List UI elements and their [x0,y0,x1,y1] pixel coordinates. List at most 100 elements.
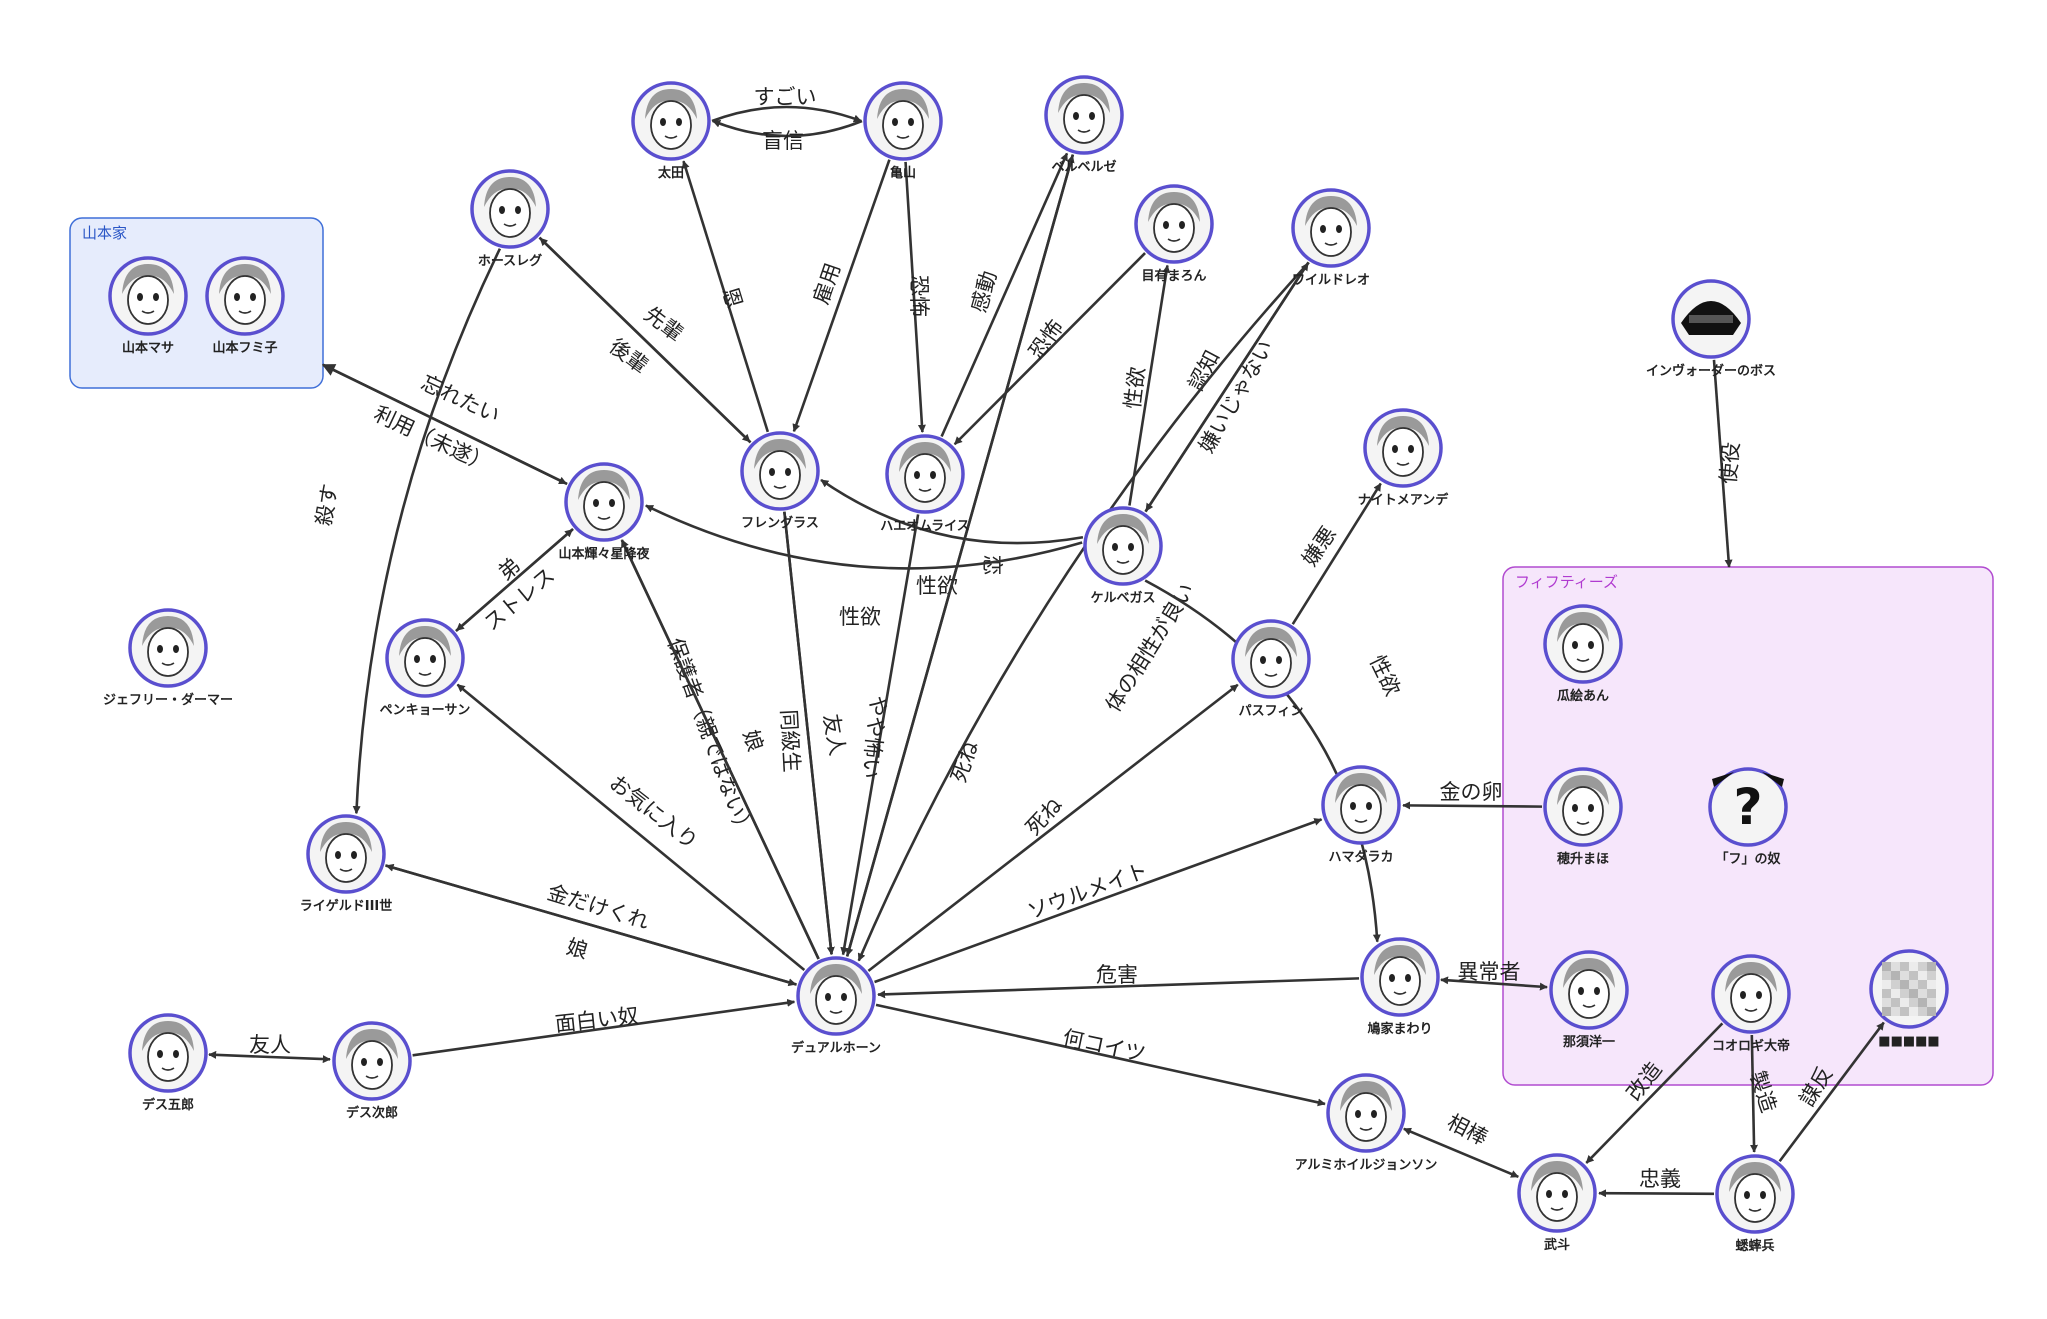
node-jeffrey[interactable]: ジェフリー・ダーマー [103,608,233,708]
face-icon [1557,775,1609,836]
node-aluminum[interactable]: アルミホイルジョンソン [1295,1073,1438,1173]
node-homasu[interactable]: 穂升まほ [1543,767,1623,867]
node-kerbegas[interactable]: ケルベガス [1083,506,1163,606]
edge-kameyama-haeom [904,161,926,433]
node-horseleg[interactable]: ホースレグ [470,169,550,269]
edge-homasu-hamadaraka [1402,801,1543,810]
node-label: 那須洋一 [1563,1034,1615,1050]
edge-haeom-beruberuze [940,152,1069,438]
face-icon [1531,1161,1583,1222]
node-label: インヴォーダーのボス [1646,363,1776,379]
node-label: 「フ」の奴 [1715,851,1780,867]
node-ota[interactable]: 太田 [631,81,711,181]
node-fumiko[interactable]: 山本フミ子 [205,256,285,356]
node-label: ハマダラカ [1328,849,1393,865]
edge-dualhorn-kiraboshi [620,539,820,960]
edge-hatoya-dualhorn [877,977,1360,999]
edge-label: 先輩 [640,302,688,346]
edge-penkyo-kiraboshi [455,528,574,633]
edge-label: お気に入り [605,770,703,854]
face-icon [1305,196,1357,257]
node-label: 山本マサ [122,340,174,356]
edge-label: 性欲 [839,605,881,629]
node-kameyama[interactable]: 亀山 [863,81,943,181]
face-icon [1729,1162,1781,1223]
edge-label: 面白い奴 [554,1004,640,1037]
node-label: ワイルドレオ [1292,273,1370,288]
face-icon [645,89,697,150]
edge-label: 金の卵 [1440,780,1503,804]
node-desugoro[interactable]: デス五郎 [128,1013,208,1113]
group-yamamoto: 山本家 [69,217,324,389]
node-hamadaraka[interactable]: ハマダラカ [1321,765,1401,865]
face-icon [320,822,372,883]
face-icon [1725,962,1777,1023]
edge-meari-haeom [953,252,1146,446]
edge-label: 性欲 [1121,366,1150,411]
edge-label: 盲信 [762,129,804,153]
node-koorogihei[interactable]: 蟋蟀兵 [1715,1154,1795,1254]
face-icon [1097,514,1149,575]
face-icon [1335,773,1387,834]
edge-kameyama-frengrass [792,159,891,433]
node-label: ■■■■■ [1878,1034,1939,1049]
edge-haeom-dualhorn [840,514,920,956]
edge-wildoleo-kerbegas [1144,261,1310,512]
face-icon [877,89,929,150]
node-label: デス次郎 [346,1105,398,1121]
node-label: 山本輝々星降夜 [558,546,650,562]
face-icon [899,442,951,503]
edge-horseleg-raigeld [352,248,502,815]
edge-label: 恐怖 [1024,315,1068,363]
edge-kerbegas-kiraboshi [645,504,1083,570]
node-invader[interactable]: インヴォーダーのボス [1646,279,1776,379]
edge-koorogihei-taketo [1598,1189,1715,1198]
node-frengrass[interactable]: フレングラス [740,431,820,531]
edge-koorogi-taketo [1585,1022,1724,1164]
face-icon [346,1029,398,1090]
node-desujiro[interactable]: デス次郎 [332,1021,412,1121]
edge-raigeld-dualhorn [385,864,797,987]
node-label: 瓜絵あん [1557,688,1609,704]
edge-dualhorn-penkyo [456,683,806,971]
node-beruberuze[interactable]: ベルベルゼ [1044,75,1124,175]
node-meari[interactable]: 目有まろん [1134,184,1214,284]
node-koorogi[interactable]: コオロギ大帝 [1711,954,1791,1054]
node-label: ライゲルドIII世 [300,898,393,914]
face-icon [122,264,174,325]
node-urie[interactable]: 瓜絵あん [1543,604,1623,704]
face-icon [1377,416,1429,477]
face-icon [810,964,862,1025]
edge-kerbegas-hatoya [1144,579,1381,943]
node-label: デュアルホーン [791,1040,881,1056]
node-kiraboshi[interactable]: 山本輝々星降夜 [558,462,650,562]
group-yamamoto-label: 山本家 [82,224,127,242]
node-taketo[interactable]: 武斗 [1517,1153,1597,1253]
node-penkyo[interactable]: ペンキョーサン [380,618,471,718]
face-icon [1148,192,1200,253]
node-raigeld[interactable]: ライゲルドIII世 [300,814,393,914]
node-hatoya[interactable]: 鳩家まわり [1360,937,1440,1037]
face-icon [578,470,630,531]
node-pasfin[interactable]: パスフィン [1231,619,1311,719]
edge-dualhorn-hamadaraka [874,818,1323,984]
edge-frengrass-horseleg [539,237,752,444]
node-haeom[interactable]: ハエオムライス [880,434,970,534]
node-redacted[interactable]: ■■■■■ [1869,949,1949,1049]
node-label: 穂升まほ [1557,851,1609,867]
node-nasu[interactable]: 那須洋一 [1549,950,1629,1050]
edge-label: 危害 [1096,963,1138,987]
avatar [1708,767,1788,847]
node-dualhorn[interactable]: デュアルホーン [791,956,881,1056]
node-label: ベルベルゼ [1051,159,1116,175]
node-wildoleo[interactable]: ワイルドレオ [1291,188,1371,288]
edge-label: 殺す [312,482,343,528]
node-nightmare[interactable]: ナイトメアンデ [1358,408,1449,508]
edge-label: やや怖い [858,694,891,780]
node-label: 亀山 [890,165,916,181]
edge-ota-kameyama [711,105,862,123]
edge-label: 娘 [564,935,591,964]
edge-frengrass-dualhorn [783,511,835,956]
node-fuyatsu[interactable]: ?「フ」の奴 [1708,767,1788,867]
node-masa[interactable]: 山本マサ [108,256,188,356]
